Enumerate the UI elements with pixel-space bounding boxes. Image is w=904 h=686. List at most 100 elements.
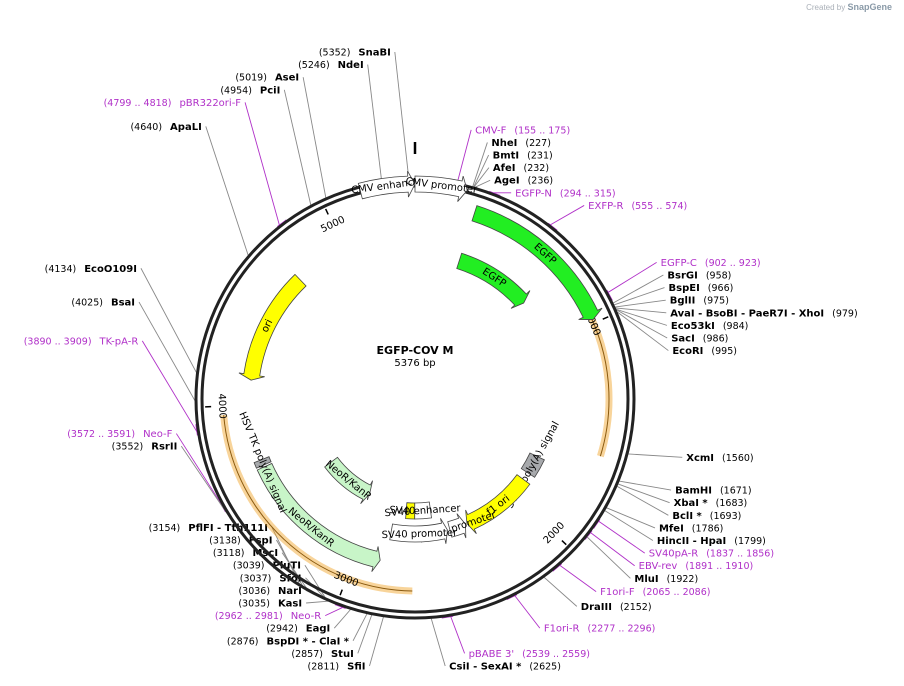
site-position: (975)	[703, 296, 729, 307]
enzyme-site-apali[interactable]: ApaLI	[170, 122, 202, 133]
enzyme-site-ecoo109i[interactable]: EcoO109I	[84, 264, 137, 275]
enzyme-site-pluti[interactable]: PluTI	[273, 561, 301, 572]
enzyme-site-eco53ki[interactable]: Eco53kI	[671, 321, 715, 332]
enzyme-site-kasi[interactable]: KasI	[278, 599, 302, 610]
feature-egfp[interactable]	[456, 252, 531, 309]
label-leader	[456, 129, 472, 184]
label-leader	[589, 531, 635, 567]
enzyme-site-mlui[interactable]: MluI	[634, 574, 658, 585]
feature-neor-kanr[interactable]	[256, 462, 381, 572]
site-position: (1693)	[710, 511, 742, 522]
enzyme-site-eagi[interactable]: EagI	[306, 624, 330, 635]
primer-site-egfp-c[interactable]: EGFP-C	[661, 258, 697, 269]
enzyme-site-bsrgi[interactable]: BsrGI	[667, 270, 697, 281]
label-leader	[180, 445, 230, 517]
label-leader	[474, 179, 491, 188]
site-position: (2152)	[620, 602, 652, 613]
primer-site-neo-r[interactable]: Neo-R	[291, 611, 322, 622]
site-position: (902 .. 923)	[705, 258, 761, 269]
enzyme-site-bspdi-clai[interactable]: BspDI * - ClaI *	[267, 636, 350, 647]
enzyme-site-bsai[interactable]: BsaI	[111, 298, 135, 309]
label-leader	[333, 609, 351, 629]
plasmid-name: EGFP-COV M	[377, 344, 454, 357]
enzyme-site-stui[interactable]: StuI	[331, 649, 354, 660]
feature-sv40-enhancer[interactable]	[414, 501, 432, 520]
primer-site-pbr322ori-f[interactable]: pBR322ori-F	[179, 98, 241, 109]
enzyme-site-saci[interactable]: SacI	[671, 333, 695, 344]
enzyme-site-bcli[interactable]: BclI *	[672, 511, 702, 522]
enzyme-site-nari[interactable]: NarI	[278, 586, 302, 597]
feature-f1-ori[interactable]	[465, 474, 531, 534]
feature-ampr-promoter[interactable]	[447, 513, 467, 539]
feature-cmv-promoter[interactable]	[414, 175, 468, 202]
label-leader	[473, 154, 490, 188]
site-position: (958)	[706, 270, 732, 281]
enzyme-site-xbai[interactable]: XbaI *	[674, 498, 709, 509]
label-leader	[450, 615, 466, 654]
primer-site-egfp-n[interactable]: EGFP-N	[515, 188, 552, 199]
label-leader	[543, 576, 578, 607]
feature-neor-kanr[interactable]	[324, 456, 373, 504]
enzyme-site-pcii[interactable]: PciI	[260, 85, 280, 96]
enzyme-site-avai-bsobi-paer7i-xhoi[interactable]: AvaI - BsoBI - PaeR7I - XhoI	[670, 308, 824, 319]
enzyme-site-csii-sexai[interactable]: CsiI - SexAI *	[449, 662, 522, 673]
enzyme-site-rsrii[interactable]: RsrII	[151, 442, 177, 453]
site-position: (236)	[528, 176, 554, 187]
feature-sv40-promoter[interactable]	[389, 518, 448, 544]
enzyme-site-bmti[interactable]: BmtI	[493, 151, 520, 162]
enzyme-site-bamhi[interactable]: BamHI	[675, 486, 712, 497]
site-position: (1922)	[667, 574, 699, 585]
enzyme-site-hincii-hpai[interactable]: HincII - HpaI	[657, 536, 726, 547]
feature-ori[interactable]	[238, 273, 307, 381]
primer-site-sv40pa-r[interactable]: SV40pA-R	[649, 549, 698, 560]
primer-site-cmv-f[interactable]: CMV-F	[475, 125, 506, 136]
label-leader	[514, 594, 541, 629]
primer-site-pbabe-3[interactable]: pBABE 3'	[469, 649, 515, 660]
primer-site-neo-f[interactable]: Neo-F	[143, 429, 173, 440]
label-leader	[615, 307, 667, 314]
enzyme-site-bspei[interactable]: BspEI	[669, 283, 700, 294]
primer-site-f1ori-r[interactable]: F1ori-R	[544, 624, 580, 635]
feature-hsv-tk-poly-a-signal[interactable]	[253, 456, 272, 469]
enzyme-site-ndei[interactable]: NdeI	[338, 60, 364, 71]
label-leader	[141, 340, 199, 434]
enzyme-site-sfii[interactable]: SfiI	[347, 662, 365, 673]
primer-site-exfp-r[interactable]: EXFP-R	[588, 201, 623, 212]
enzyme-site-afei[interactable]: AfeI	[493, 163, 516, 174]
site-position: (986)	[703, 333, 729, 344]
feature-sv40-ori[interactable]	[405, 502, 416, 520]
enzyme-site-nhei[interactable]: NheI	[491, 138, 517, 149]
site-labels: CMV-F(155 .. 175)NheI(227)BmtI(231)AfeI(…	[24, 48, 858, 673]
feature-label: NeoR/KanR	[323, 459, 373, 503]
site-position: (4954)	[220, 85, 252, 96]
enzyme-site-xcmi[interactable]: XcmI	[686, 453, 714, 464]
label-leader	[367, 64, 383, 182]
enzyme-site-ecori[interactable]: EcoRI	[672, 346, 703, 357]
enzyme-site-mfei[interactable]: MfeI	[659, 523, 684, 534]
primer-site-ebv-rev[interactable]: EBV-rev	[639, 561, 678, 572]
enzyme-site-pflfi-tth111i[interactable]: PflFI - Tth111I	[188, 523, 268, 534]
enzyme-site-snabi[interactable]: SnaBI	[358, 48, 390, 59]
primer-site-tk-pa-r[interactable]: TK-pA-R	[99, 336, 139, 347]
site-position: (1837 .. 1856)	[706, 549, 774, 560]
site-position: (1799)	[734, 536, 766, 547]
site-position: (5246)	[298, 60, 330, 71]
primer-site-f1ori-f[interactable]: F1ori-F	[600, 587, 635, 598]
enzyme-site-bglii[interactable]: BglII	[670, 296, 696, 307]
enzyme-site-asei[interactable]: AseI	[275, 73, 299, 84]
site-position: (3037)	[240, 573, 272, 584]
enzyme-site-agei[interactable]: AgeI	[494, 176, 519, 187]
feature-egfp[interactable]	[471, 205, 603, 320]
enzyme-site-draiii[interactable]: DraIII	[581, 602, 612, 613]
label-leader	[306, 600, 329, 604]
enzyme-site-fspi[interactable]: FspI	[249, 536, 273, 547]
feature-sv40-poly-a-signal[interactable]	[520, 452, 545, 478]
site-position: (995)	[711, 346, 737, 357]
tick-mark	[324, 208, 329, 215]
label-leader	[283, 89, 312, 206]
enzyme-site-msci[interactable]: MscI	[252, 548, 278, 559]
label-leader	[606, 507, 656, 529]
plasmid-length: 5376 bp	[394, 358, 435, 369]
tick-label: 5000	[319, 214, 347, 235]
